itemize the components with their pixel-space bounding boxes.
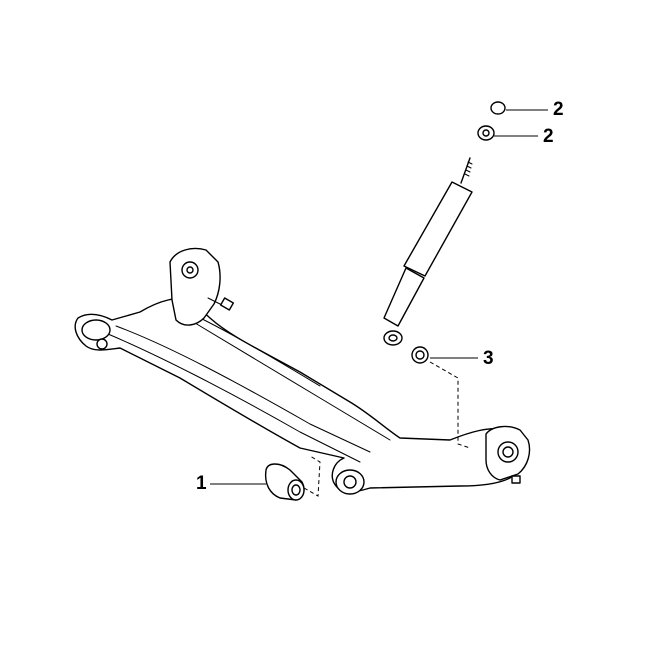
callout-1: 1 (196, 473, 207, 494)
torsion-beam (74, 247, 531, 495)
callout-3: 3 (483, 348, 494, 369)
bushing-part-1 (210, 455, 321, 501)
callout-2-top: 2 (553, 99, 564, 120)
cap-part-2-bottom (477, 125, 538, 141)
callout-2-bottom: 2 (543, 126, 554, 147)
shock-absorber (383, 157, 473, 346)
cap-part-2-top (490, 101, 548, 115)
nut-part-3 (411, 346, 478, 449)
